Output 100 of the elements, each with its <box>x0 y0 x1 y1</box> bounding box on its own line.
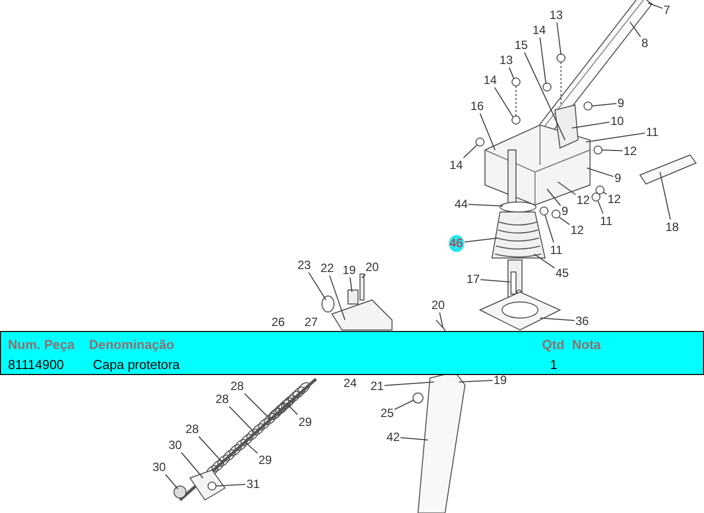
leader-line <box>329 275 346 320</box>
callout-number: 25 <box>380 406 394 420</box>
leader-line <box>164 474 178 490</box>
callout-number: 30 <box>152 460 166 474</box>
callout-number: 12 <box>570 224 584 236</box>
leader-line <box>544 214 554 243</box>
leader-line <box>400 437 428 440</box>
leader-line <box>228 406 256 434</box>
table-cell: 1 <box>550 357 558 372</box>
callout-number: 36 <box>576 314 589 328</box>
leader-line <box>463 144 478 158</box>
callout-number: 18 <box>666 220 679 234</box>
leader-line <box>602 192 607 195</box>
leader-line <box>244 442 258 454</box>
column-header: Nota <box>572 337 601 352</box>
callout-number: 20 <box>366 260 379 274</box>
callout-number: 12 <box>576 194 590 206</box>
callout-number: 14 <box>484 74 497 86</box>
callout-number: 9 <box>614 172 622 184</box>
callout-number: 24 <box>344 376 357 390</box>
callout-number: 42 <box>386 430 400 444</box>
callout-number: 12 <box>624 144 637 158</box>
callout-number: 20 <box>432 298 445 312</box>
callout-number: 8 <box>642 36 648 50</box>
leader-line <box>572 122 610 128</box>
callout-number: 19 <box>342 264 356 276</box>
callout-number: 11 <box>600 214 612 228</box>
callout-number: 45 <box>556 266 569 280</box>
leader-line <box>350 277 352 292</box>
callout-number: 26 <box>272 316 285 328</box>
callout-number: 12 <box>608 192 621 206</box>
callout-number: 21 <box>370 380 384 392</box>
leader-line <box>534 254 555 268</box>
leader-line <box>546 188 561 206</box>
leader-line <box>598 200 604 214</box>
leader-line <box>494 87 514 118</box>
callout-number: 13 <box>500 54 513 66</box>
label-plate-drawing <box>639 154 697 185</box>
callout-number: 11 <box>550 244 562 256</box>
callout-number: 23 <box>298 258 311 272</box>
leader-line <box>630 22 641 38</box>
leader-line <box>480 113 496 150</box>
callout-number: 28 <box>216 392 229 406</box>
leader-line <box>539 37 546 84</box>
leader-line <box>648 2 663 9</box>
callout-number: 31 <box>246 478 260 490</box>
leader-line <box>394 400 414 410</box>
leader-line <box>558 182 576 196</box>
leader-line <box>556 22 562 56</box>
leader-line <box>216 484 246 486</box>
callout-number: 19 <box>494 374 507 386</box>
leader-line <box>508 67 514 80</box>
callout-number: 22 <box>320 262 334 274</box>
callout-number: 9 <box>618 96 624 110</box>
callout-number: 29 <box>258 454 272 466</box>
column-header: Qtd <box>542 337 564 352</box>
callout-number: 44 <box>454 198 468 210</box>
table-cell: 81114900 <box>8 357 64 372</box>
leader-line <box>586 168 614 178</box>
rubber-boot-drawing <box>491 202 546 258</box>
leader-line <box>602 150 623 152</box>
leader-line <box>586 132 646 142</box>
leader-line <box>362 274 366 278</box>
callout-number: 16 <box>470 100 484 112</box>
callout-number: 11 <box>646 126 658 138</box>
leader-line <box>480 279 510 282</box>
leader-line <box>180 452 204 478</box>
column-header: Denominação <box>89 337 174 352</box>
callout-number: 9 <box>562 204 568 218</box>
leader-line <box>198 436 222 462</box>
callout-number: 14 <box>532 24 546 36</box>
callout-number: 13 <box>550 8 563 22</box>
callout-number: 15 <box>514 38 528 52</box>
leader-line <box>458 380 493 382</box>
leader-line <box>464 238 498 242</box>
callout-number: 27 <box>304 316 318 328</box>
callout-number: 28 <box>230 380 244 392</box>
callout-number: 14 <box>450 158 463 172</box>
pivot-housing-drawing <box>322 274 392 330</box>
leader-line <box>592 102 617 106</box>
callout-number: 7 <box>664 4 670 16</box>
highlighted-callout-number: 46 <box>448 234 464 252</box>
leader-line <box>286 404 298 415</box>
leader-line <box>384 382 434 386</box>
pedal-drawing <box>412 320 466 513</box>
table-cell: Capa protetora <box>93 357 180 372</box>
leader-line <box>244 393 270 420</box>
leader-line <box>524 52 566 140</box>
base-plate-drawing <box>478 291 562 331</box>
leader-line <box>439 312 444 328</box>
callout-number: 30 <box>168 438 182 452</box>
callout-number: 10 <box>610 114 624 128</box>
callout-number: 17 <box>466 272 480 286</box>
leader-line <box>308 272 326 300</box>
column-header: Num. Peça <box>8 337 74 352</box>
callout-number: 29 <box>298 416 312 428</box>
clevis-drawing <box>174 469 226 501</box>
leader-line <box>558 216 570 226</box>
callout-number: 28 <box>186 422 199 436</box>
leader-line <box>660 172 671 220</box>
